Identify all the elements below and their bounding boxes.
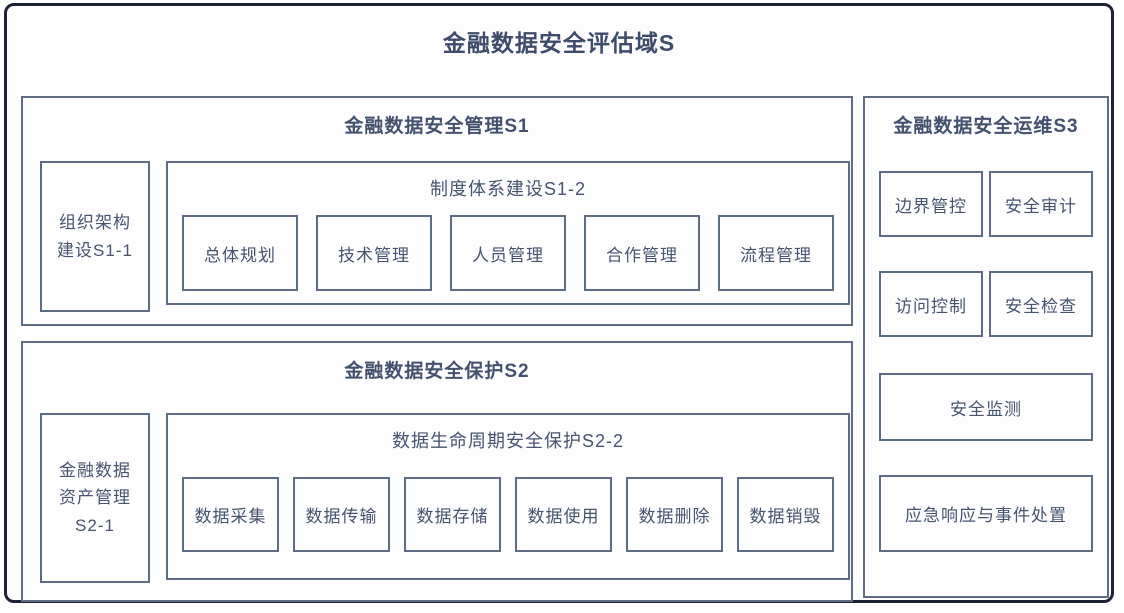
s2-title: 金融数据安全保护S2 — [344, 361, 530, 382]
section-s1-management: 金融数据安全管理S1 组织架构 建设S1-1 制度体系建设S1-2 总体规划 技… — [21, 96, 853, 326]
section-s2-protection: 金融数据安全保护S2 金融数据 资产管理 S2-1 数据生命周期安全保护S2-2… — [21, 341, 853, 602]
box-access-control: 访问控制 — [879, 271, 983, 337]
section-s3-operations: 金融数据安全运维S3 边界管控 安全审计 访问控制 安全检查 安全监测 应急响应… — [863, 96, 1109, 598]
s3-items-row2: 访问控制 安全检查 — [879, 271, 1093, 337]
s2-life-items-row: 数据采集 数据传输 数据存储 数据使用 数据删除 数据销毁 — [182, 477, 834, 552]
s3-items-row1: 边界管控 安全审计 — [879, 171, 1093, 237]
box-data-destruction: 数据销毁 — [737, 477, 834, 552]
s2-asset-line2: 资产管理 — [59, 488, 131, 508]
box-data-collection: 数据采集 — [182, 477, 279, 552]
box-boundary-control: 边界管控 — [879, 171, 983, 237]
s3-title: 金融数据安全运维S3 — [893, 116, 1079, 137]
box-process-management: 流程管理 — [718, 215, 834, 291]
box-lifecycle-protection-s2-2: 数据生命周期安全保护S2-2 数据采集 数据传输 数据存储 数据使用 数据删除 … — [166, 413, 850, 580]
box-personnel-management: 人员管理 — [450, 215, 566, 291]
s1-org-line2: 建设S1-1 — [57, 240, 133, 260]
s2-life-title: 数据生命周期安全保护S2-2 — [391, 431, 625, 451]
box-data-usage: 数据使用 — [515, 477, 612, 552]
box-emergency-response: 应急响应与事件处置 — [879, 475, 1093, 552]
box-security-inspection: 安全检查 — [989, 271, 1093, 337]
s1-title: 金融数据安全管理S1 — [344, 116, 530, 137]
box-security-monitoring: 安全监测 — [879, 373, 1093, 441]
assessment-domain-frame: 金融数据安全评估域S 金融数据安全管理S1 组织架构 建设S1-1 制度体系建设… — [4, 3, 1114, 603]
s1-inst-items-row: 总体规划 技术管理 人员管理 合作管理 流程管理 — [182, 215, 834, 291]
box-data-asset-management-s2-1: 金融数据 资产管理 S2-1 — [40, 413, 150, 583]
s1-org-line1: 组织架构 — [59, 213, 131, 233]
box-overall-planning: 总体规划 — [182, 215, 298, 291]
s3-monitor-wrap: 安全监测 — [879, 373, 1093, 441]
s3-emergency-wrap: 应急响应与事件处置 — [879, 475, 1093, 552]
box-institution-system-s1-2: 制度体系建设S1-2 总体规划 技术管理 人员管理 合作管理 流程管理 — [166, 161, 850, 305]
box-org-structure-s1-1: 组织架构 建设S1-1 — [40, 161, 150, 312]
s1-inst-title: 制度体系建设S1-2 — [429, 179, 587, 199]
s2-asset-line3: S2-1 — [75, 515, 115, 535]
box-data-deletion: 数据删除 — [626, 477, 723, 552]
box-security-audit: 安全审计 — [989, 171, 1093, 237]
box-cooperation-management: 合作管理 — [584, 215, 700, 291]
box-data-storage: 数据存储 — [404, 477, 501, 552]
s2-asset-line1: 金融数据 — [59, 461, 131, 481]
box-technology-management: 技术管理 — [316, 215, 432, 291]
box-data-transmission: 数据传输 — [293, 477, 390, 552]
diagram-title: 金融数据安全评估域S — [442, 30, 676, 56]
